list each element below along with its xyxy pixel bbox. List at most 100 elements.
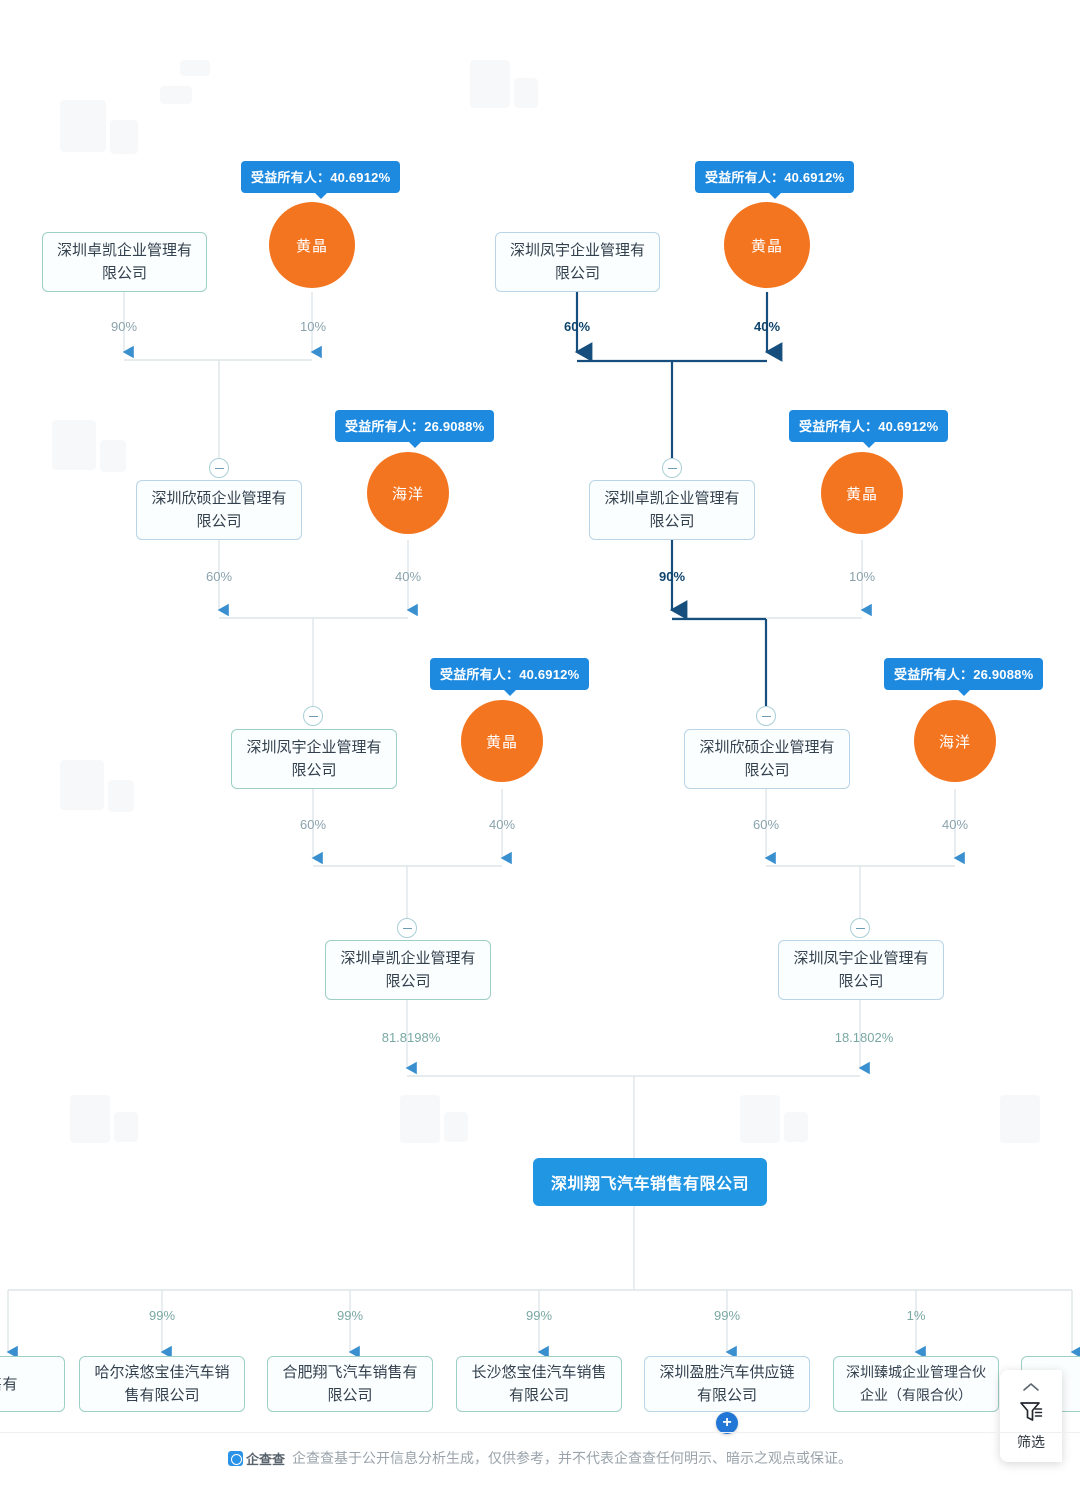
- beneficial-owner-tag-l3b[interactable]: 受益所有人：40.6912%: [430, 658, 590, 696]
- person-node-l1b[interactable]: 黄晶: [269, 202, 355, 288]
- edge-pct-l2b: 40%: [394, 569, 422, 584]
- person-node-l2d[interactable]: 黄晶: [821, 452, 903, 534]
- tag-pointer-icon: [502, 689, 517, 696]
- watermark: [110, 120, 138, 154]
- company-label: 深圳凤宇企业管理有限公司: [509, 242, 645, 282]
- sub-pct-1: 99%: [148, 1308, 176, 1323]
- person-node-l3d[interactable]: 海洋: [914, 700, 996, 782]
- watermark: [444, 1112, 468, 1142]
- company-label: 深圳欣硕企业管理有限公司: [151, 490, 287, 530]
- subsidiary-node-2[interactable]: 合肥翔飞汽车销售有限公司: [267, 1356, 433, 1412]
- tag-pointer-icon: [407, 441, 422, 448]
- root-company-label: 深圳翔飞汽车销售有限公司: [551, 1176, 750, 1193]
- company-node-l1a[interactable]: 深圳卓凯企业管理有限公司: [42, 232, 207, 292]
- qcc-logo-icon: [227, 1450, 243, 1466]
- beneficial-owner-text: 受益所有人：40.6912%: [799, 419, 939, 434]
- beneficial-owner-tag-l2b[interactable]: 受益所有人：26.9088%: [335, 410, 495, 448]
- watermark: [400, 1095, 440, 1143]
- beneficial-owner-text: 受益所有人：26.9088%: [894, 667, 1034, 682]
- plus-icon: +: [722, 1414, 732, 1431]
- watermark: [52, 420, 96, 470]
- collapse-toggle-l4a[interactable]: [397, 918, 417, 938]
- qcc-brand-label: 企查查: [245, 1451, 285, 1467]
- company-label: 深圳臻城企业管理合伙企业（有限合伙）: [846, 1364, 986, 1403]
- company-label: 销售有: [0, 1375, 18, 1393]
- beneficial-owner-tag-l1b[interactable]: 受益所有人：40.6912%: [241, 161, 401, 199]
- company-label: 深圳欣硕企业管理有限公司: [699, 739, 835, 779]
- person-label: 海洋: [391, 485, 424, 503]
- company-label: 深圳卓凯企业管理有限公司: [604, 490, 740, 530]
- person-label: 海洋: [938, 733, 971, 751]
- watermark: [514, 78, 538, 108]
- edge-pct-l1c: 60%: [563, 319, 591, 334]
- subsidiary-node-5[interactable]: 深圳臻城企业管理合伙企业（有限合伙）: [833, 1356, 999, 1412]
- disclaimer-text: 企查查基于公开信息分析生成，仅供参考，并不代表企查查任何明示、暗示之观点或保证。: [292, 1450, 852, 1466]
- filter-button[interactable]: 筛选: [1000, 1370, 1062, 1462]
- collapse-toggle-l2a[interactable]: [209, 458, 229, 478]
- watermark: [60, 760, 104, 810]
- edge-pct-l1d: 40%: [753, 319, 781, 334]
- watermark: [784, 1112, 808, 1142]
- company-node-l1c[interactable]: 深圳凤宇企业管理有限公司: [495, 232, 660, 292]
- edge-pct-l4a: 81.8198%: [381, 1030, 441, 1045]
- company-label: 长沙悠宝佳汽车销售有限公司: [471, 1364, 607, 1404]
- watermark: [100, 440, 126, 472]
- beneficial-owner-tag-l2d[interactable]: 受益所有人：40.6912%: [789, 410, 949, 448]
- filter-label: 筛选: [1017, 1434, 1045, 1450]
- company-label: 深圳卓凯企业管理有限公司: [56, 242, 192, 282]
- collapse-toggle-l3a[interactable]: [303, 706, 323, 726]
- funnel-icon: [1018, 1400, 1044, 1429]
- subsidiary-node-1[interactable]: 哈尔滨悠宝佳汽车销售有限公司: [79, 1356, 245, 1412]
- company-node-l2c[interactable]: 深圳卓凯企业管理有限公司: [589, 480, 755, 540]
- subsidiary-node-0[interactable]: 销售有: [0, 1356, 65, 1412]
- beneficial-owner-text: 受益所有人：40.6912%: [440, 667, 580, 682]
- person-node-l1d[interactable]: 黄晶: [724, 202, 810, 288]
- edge-pct-l2d: 10%: [848, 569, 876, 584]
- company-node-l4a[interactable]: 深圳卓凯企业管理有限公司: [325, 940, 491, 1000]
- qcc-logo: 企查查: [227, 1449, 285, 1468]
- edge-pct-l1b: 10%: [299, 319, 327, 334]
- subsidiary-node-3[interactable]: 长沙悠宝佳汽车销售有限公司: [456, 1356, 622, 1412]
- person-label: 黄晶: [750, 237, 783, 255]
- watermark: [740, 1095, 780, 1143]
- watermark: [108, 780, 134, 812]
- expand-more-button[interactable]: +: [716, 1412, 738, 1434]
- company-label: 深圳盈胜汽车供应链有限公司: [659, 1364, 795, 1404]
- sub-pct-2: 99%: [336, 1308, 364, 1323]
- company-label: 深圳凤宇企业管理有限公司: [246, 739, 382, 779]
- edge-pct-l2c: 90%: [658, 569, 686, 584]
- person-label: 黄晶: [485, 733, 518, 751]
- company-node-l4b[interactable]: 深圳凤宇企业管理有限公司: [778, 940, 944, 1000]
- beneficial-owner-tag-l3d[interactable]: 受益所有人：26.9088%: [884, 658, 1044, 696]
- person-node-l3b[interactable]: 黄晶: [461, 700, 543, 782]
- collapse-toggle-l3c[interactable]: [756, 706, 776, 726]
- tag-pointer-icon: [313, 192, 328, 199]
- company-label: 深圳凤宇企业管理有限公司: [793, 950, 929, 990]
- edge-pct-l1a: 90%: [110, 319, 138, 334]
- beneficial-owner-tag-l1d[interactable]: 受益所有人：40.6912%: [695, 161, 855, 199]
- company-node-l3c[interactable]: 深圳欣硕企业管理有限公司: [684, 729, 850, 789]
- sub-pct-5: 1%: [906, 1308, 926, 1323]
- company-node-l2a[interactable]: 深圳欣硕企业管理有限公司: [136, 480, 302, 540]
- tag-pointer-icon: [861, 441, 876, 448]
- tag-pointer-icon: [956, 689, 971, 696]
- watermark: [160, 86, 192, 104]
- footer-disclaimer: 企查查 企查查基于公开信息分析生成，仅供参考，并不代表企查查任何明示、暗示之观点…: [0, 1448, 1080, 1468]
- company-label: 深圳卓凯企业管理有限公司: [340, 950, 476, 990]
- footer-divider: [0, 1432, 1080, 1433]
- watermark: [470, 60, 510, 108]
- person-label: 黄晶: [295, 237, 328, 255]
- watermark: [180, 60, 210, 76]
- tag-pointer-icon: [767, 192, 782, 199]
- subsidiary-node-4[interactable]: 深圳盈胜汽车供应链有限公司: [644, 1356, 810, 1412]
- company-node-l3a[interactable]: 深圳凤宇企业管理有限公司: [231, 729, 397, 789]
- edge-pct-l3a: 60%: [299, 817, 327, 832]
- edge-pct-l3d: 40%: [941, 817, 969, 832]
- edge-pct-l3c: 60%: [752, 817, 780, 832]
- root-company-node[interactable]: 深圳翔飞汽车销售有限公司: [533, 1158, 768, 1206]
- person-node-l2b[interactable]: 海洋: [367, 452, 449, 534]
- collapse-toggle-l2c[interactable]: [662, 458, 682, 478]
- collapse-toggle-l4b[interactable]: [850, 918, 870, 938]
- beneficial-owner-text: 受益所有人：40.6912%: [251, 170, 391, 185]
